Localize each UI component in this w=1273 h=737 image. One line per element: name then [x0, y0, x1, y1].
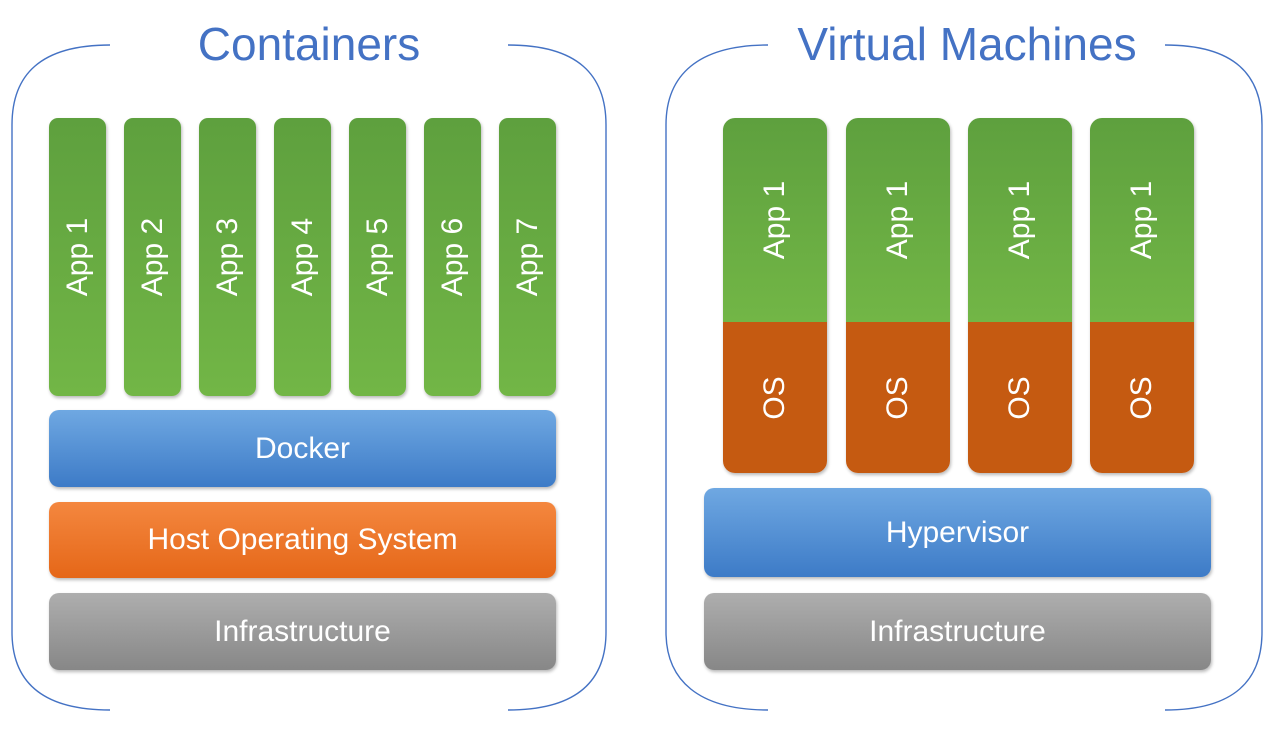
- vm-os-label: OS: [881, 375, 914, 420]
- vm-3: App 1 OS: [968, 118, 1072, 473]
- vm-app-segment: App 1: [846, 118, 950, 322]
- vm-app-segment: App 1: [968, 118, 1072, 322]
- container-app-3: App 3: [199, 118, 256, 396]
- vm-app-segment: App 1: [723, 118, 827, 322]
- container-app-2: App 2: [124, 118, 181, 396]
- vm-4: App 1 OS: [1090, 118, 1194, 473]
- container-app-label: App 5: [360, 217, 394, 297]
- vm-os-label: OS: [758, 375, 791, 420]
- container-app-label: App 2: [135, 217, 169, 297]
- vm-app-label: App 1: [758, 180, 791, 260]
- vm-os-segment: OS: [1090, 322, 1194, 473]
- vm-os-label: OS: [1125, 375, 1158, 420]
- vm-app-label: App 1: [881, 180, 914, 260]
- vm-os-segment: OS: [968, 322, 1072, 473]
- docker-layer: Docker: [49, 410, 556, 487]
- vm-os-segment: OS: [846, 322, 950, 473]
- container-app-7: App 7: [499, 118, 556, 396]
- container-app-label: App 6: [435, 217, 469, 297]
- vm-app-label: App 1: [1125, 180, 1158, 260]
- container-app-label: App 4: [285, 217, 319, 297]
- containers-frame: [11, 44, 607, 711]
- vm-os-label: OS: [1003, 375, 1036, 420]
- container-app-5: App 5: [349, 118, 406, 396]
- containers-title: Containers: [197, 18, 421, 70]
- container-app-label: App 1: [60, 217, 94, 297]
- vm-app-label: App 1: [1003, 180, 1036, 260]
- vm-infrastructure-layer: Infrastructure: [704, 593, 1211, 670]
- containers-infrastructure-layer: Infrastructure: [49, 593, 556, 670]
- hypervisor-layer: Hypervisor: [704, 488, 1211, 577]
- virtual-machines-title: Virtual Machines: [797, 18, 1137, 70]
- container-app-4: App 4: [274, 118, 331, 396]
- vm-app-segment: App 1: [1090, 118, 1194, 322]
- container-app-label: App 3: [210, 217, 244, 297]
- virtual-machines-frame: [665, 44, 1263, 711]
- vm-1: App 1 OS: [723, 118, 827, 473]
- host-os-layer: Host Operating System: [49, 502, 556, 578]
- vm-os-segment: OS: [723, 322, 827, 473]
- container-app-6: App 6: [424, 118, 481, 396]
- container-app-1: App 1: [49, 118, 106, 396]
- vm-2: App 1 OS: [846, 118, 950, 473]
- container-app-label: App 7: [510, 217, 544, 297]
